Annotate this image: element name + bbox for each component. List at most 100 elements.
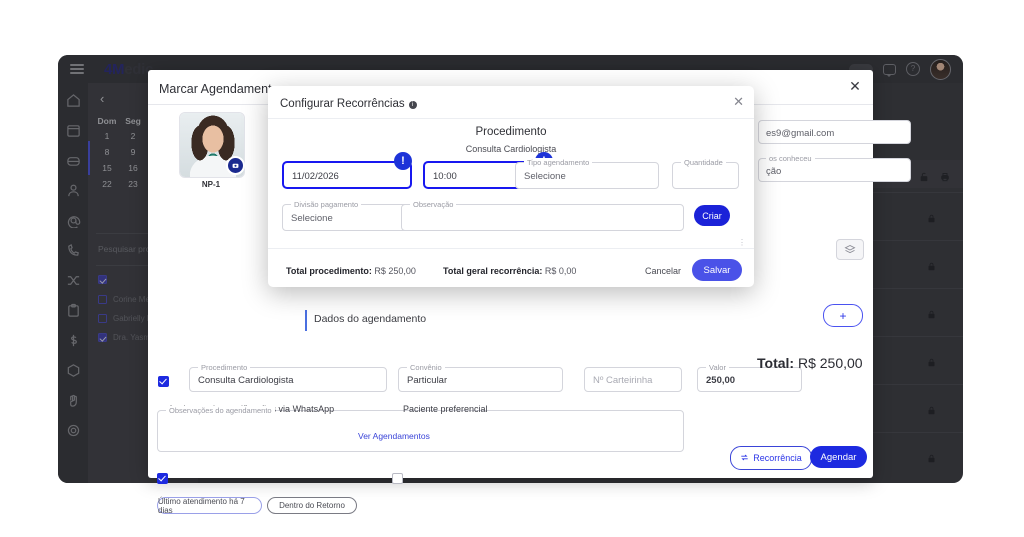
table-row[interactable] xyxy=(870,384,963,430)
date-input[interactable] xyxy=(282,161,412,189)
dollar-icon[interactable] xyxy=(66,333,81,348)
add-procedure-button[interactable]: + xyxy=(823,304,863,327)
calendar-day[interactable]: 8 xyxy=(104,147,110,157)
hamburger-menu-icon[interactable] xyxy=(70,64,84,74)
stack-icon-button[interactable] xyxy=(836,239,864,260)
table-row[interactable] xyxy=(870,240,963,286)
search-professional-input[interactable]: Pesquisar profi xyxy=(98,244,155,254)
procedure-name: Consulta Cardiologista xyxy=(465,144,557,154)
recurrence-button[interactable]: Recorrência xyxy=(730,446,812,470)
calendar-icon[interactable] xyxy=(66,123,81,138)
total-amount: Total: R$ 250,00 xyxy=(757,355,863,371)
total-procedimento-label: Total procedimento: xyxy=(286,266,372,276)
schedule-button[interactable]: Agendar xyxy=(810,446,867,468)
calendar-day[interactable]: 9 xyxy=(130,147,136,157)
calendar-grid: Dom Seg 1 2 8 9 15 16 22 23 xyxy=(94,114,192,192)
chat-icon[interactable] xyxy=(883,63,896,77)
clipboard-icon[interactable] xyxy=(66,303,81,318)
close-icon[interactable]: ✕ xyxy=(849,78,861,94)
preferential-checkbox[interactable] xyxy=(392,473,403,484)
calendar-week-row: 22 23 xyxy=(94,176,192,192)
valor-value: 250,00 xyxy=(706,375,736,386)
total-procedimento-value: R$ 250,00 xyxy=(374,266,416,276)
professional-label: Gabrielly Fe xyxy=(113,314,157,323)
help-icon[interactable]: ? xyxy=(906,62,920,76)
professional-checkbox[interactable] xyxy=(98,275,107,284)
professional-row[interactable]: Gabrielly Fe xyxy=(98,314,156,323)
shuffle-icon[interactable] xyxy=(66,273,81,288)
calendar-week-row: 8 9 xyxy=(94,144,192,160)
criar-button[interactable]: Criar xyxy=(694,205,730,226)
dialog-title: Marcar Agendamento xyxy=(159,82,279,96)
total-recorrencia: Total geral recorrência: R$ 0,00 xyxy=(443,266,576,276)
camera-icon[interactable] xyxy=(226,156,245,175)
divider xyxy=(268,118,754,119)
at-icon[interactable] xyxy=(66,213,81,228)
email-field[interactable] xyxy=(758,120,911,144)
valor-label: Valor xyxy=(706,363,729,372)
how-met-value: ção xyxy=(766,166,782,177)
app-logo: 4Medic xyxy=(104,61,153,78)
professional-row[interactable] xyxy=(98,275,113,284)
divisao-pagamento-label: Divisão pagamento xyxy=(291,200,362,209)
whatsapp-checkbox[interactable] xyxy=(157,473,168,484)
table-row[interactable] xyxy=(870,336,963,382)
divider xyxy=(96,233,190,234)
unlock-icon[interactable] xyxy=(919,169,929,182)
professional-row[interactable]: Dra. Yasmi xyxy=(98,333,152,342)
close-icon[interactable]: ✕ xyxy=(733,94,744,109)
procedure-checkbox[interactable] xyxy=(158,376,169,387)
box-icon[interactable] xyxy=(66,363,81,378)
total-value: R$ 250,00 xyxy=(797,355,863,371)
calendar-weekday-row: Dom Seg xyxy=(94,114,192,128)
professional-checkbox[interactable] xyxy=(98,333,107,342)
ver-agendamentos-link[interactable]: Ver Agendamentos xyxy=(358,431,430,441)
inbox-icon[interactable] xyxy=(66,153,81,168)
total-recorrencia-value: R$ 0,00 xyxy=(544,266,577,276)
return-pill[interactable]: Dentro do Retorno xyxy=(267,497,357,514)
calendar-weekday: Seg xyxy=(125,116,141,126)
icon-rail xyxy=(58,83,88,483)
calendar-day[interactable]: 22 xyxy=(102,179,112,189)
calendar-prev-button[interactable]: ‹ xyxy=(100,91,105,106)
total-recorrencia-label: Total geral recorrência: xyxy=(443,266,543,276)
professional-checkbox[interactable] xyxy=(98,314,107,323)
procedure-heading: Procedimento xyxy=(475,126,547,138)
printer-icon[interactable] xyxy=(940,169,950,182)
home-icon[interactable] xyxy=(66,93,81,108)
user-icon[interactable] xyxy=(66,183,81,198)
section-accent xyxy=(305,310,307,331)
professional-label: Dra. Yasmi xyxy=(113,333,152,342)
logo-prefix: 4M xyxy=(104,60,125,78)
cancel-button[interactable]: Cancelar xyxy=(645,266,682,276)
calendar-day[interactable]: 1 xyxy=(104,131,110,141)
lock-icon xyxy=(927,210,936,223)
info-icon[interactable]: i xyxy=(408,101,417,109)
preferential-label: Paciente preferencial xyxy=(403,404,488,414)
professional-row[interactable]: Corine Men xyxy=(98,295,154,304)
lock-icon xyxy=(927,450,936,463)
last-visit-pill[interactable]: Último atendimento há 7 dias xyxy=(157,497,262,515)
save-button[interactable]: Salvar xyxy=(692,259,742,281)
table-row[interactable] xyxy=(870,432,963,478)
professional-checkbox[interactable] xyxy=(98,295,107,304)
calendar-day[interactable]: 15 xyxy=(102,163,112,173)
active-indicator xyxy=(88,141,90,175)
carteirinha-field[interactable] xyxy=(584,367,682,392)
phone-icon[interactable] xyxy=(66,243,81,258)
calendar-day[interactable]: 16 xyxy=(128,163,138,173)
table-row[interactable] xyxy=(870,288,963,334)
observacoes-textarea[interactable] xyxy=(157,410,684,452)
hand-icon[interactable] xyxy=(66,393,81,408)
table-row[interactable] xyxy=(870,192,963,238)
tipo-agendamento-label: Tipo agendamento xyxy=(524,158,593,167)
avatar[interactable] xyxy=(930,58,951,80)
calendar-day[interactable]: 23 xyxy=(128,179,138,189)
how-met-label: os conheceu xyxy=(766,154,815,163)
calendar-day[interactable]: 2 xyxy=(130,131,136,141)
drag-handle[interactable]: ⋮ xyxy=(738,238,746,247)
toggle-switch[interactable] xyxy=(849,63,873,75)
gear-icon[interactable] xyxy=(66,423,81,438)
time-value: 10:00 xyxy=(433,171,457,182)
